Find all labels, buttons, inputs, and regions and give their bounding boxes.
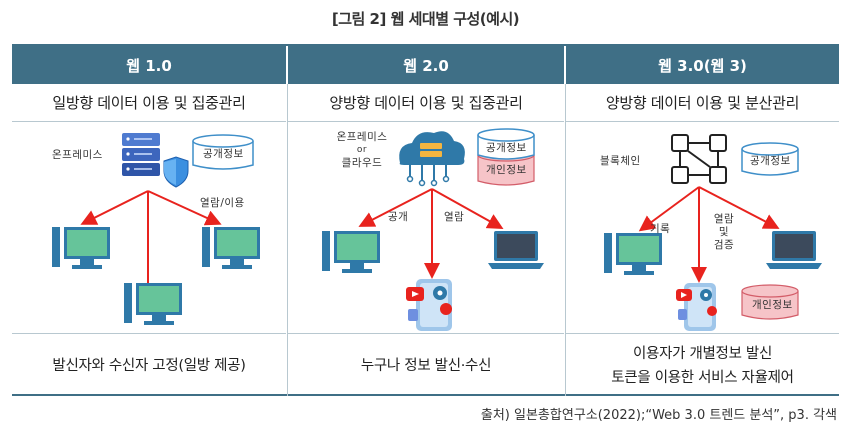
label-private-info: 개인정보 <box>486 164 527 176</box>
desktop-pc-icon <box>52 227 110 269</box>
column-footer-web2: 누구나 정보 발신·수신 <box>288 335 564 396</box>
label-public-info: 공개정보 <box>203 148 244 160</box>
label-line: 열람 <box>713 213 735 225</box>
label-record: 기록 <box>650 223 671 235</box>
footer-line: 토큰을 이용한 서비스 자율제어 <box>611 369 794 386</box>
label-line: 검증 <box>713 239 735 251</box>
desktop-pc-icon <box>202 227 260 269</box>
database-icon <box>741 284 799 320</box>
label-private-info: 개인정보 <box>752 299 793 311</box>
footer-line: 발신자와 수신자 고정(일방 제공) <box>52 357 246 374</box>
label-line: 온프레미스 <box>336 131 388 143</box>
shield-icon <box>163 156 189 188</box>
column-footer-web1: 발신자와 수신자 고정(일방 제공) <box>12 335 286 396</box>
column-subtitle-web2: 양방향 데이터 이용 및 집중관리 <box>288 84 564 122</box>
web3-diagram-svg <box>604 134 822 331</box>
laptop-icon <box>766 231 822 269</box>
column-divider <box>565 84 566 396</box>
diagram-web3: 블록체인 공개정보 기록 열람 및 검증 개인정보 <box>566 123 839 334</box>
label-on-premise: 온프레미스 <box>52 149 103 161</box>
blockchain-icon <box>671 134 727 184</box>
column-web1: 웹 1.0 일방향 데이터 이용 및 집중관리 <box>12 46 286 394</box>
column-web3: 웹 3.0(웹 3) 양방향 데이터 이용 및 분산관리 <box>566 46 839 394</box>
smartphone-media-icon <box>406 279 452 331</box>
figure-title: [그림 2] 웹 세대별 구성(예시) <box>331 10 520 28</box>
label-share: 공개 <box>388 211 409 223</box>
label-public-info: 공개정보 <box>750 155 791 167</box>
arrows <box>638 186 780 283</box>
cloud-network-icon <box>399 131 465 187</box>
label-line: 클라우드 <box>341 157 383 169</box>
label-public-info: 공개정보 <box>486 142 527 154</box>
desktop-pc-icon <box>322 231 380 273</box>
desktop-pc-icon <box>124 283 182 325</box>
column-header-web1: 웹 1.0 <box>12 46 286 84</box>
column-subtitle-web1: 일방향 데이터 이용 및 집중관리 <box>12 84 286 122</box>
column-divider <box>287 84 288 396</box>
label-view-use: 열람/이용 <box>200 197 245 209</box>
column-header-web3: 웹 3.0(웹 3) <box>566 46 839 84</box>
diagram-web2: 온프레미스 or 클라우드 공개정보 개인정보 공개 열람 <box>288 123 564 334</box>
label-view: 열람 <box>444 211 465 223</box>
laptop-icon <box>488 231 544 269</box>
web-generations-table: 웹 1.0 일방향 데이터 이용 및 집중관리 <box>12 44 839 396</box>
label-line: 및 <box>718 226 730 238</box>
smartphone-media-icon <box>676 283 717 331</box>
column-footer-web3: 이용자가 개별정보 발신 토큰을 이용한 서비스 자율제어 <box>566 335 839 396</box>
label-blockchain: 블록체인 <box>600 155 641 167</box>
server-icon <box>122 133 160 176</box>
footer-line: 이용자가 개별정보 발신 <box>632 345 773 362</box>
database-icon <box>741 142 799 176</box>
column-web2: 웹 2.0 양방향 데이터 이용 및 집중관리 <box>288 46 564 394</box>
column-subtitle-web3: 양방향 데이터 이용 및 분산관리 <box>566 84 839 122</box>
label-line: or <box>356 145 368 155</box>
database-icon <box>192 134 254 170</box>
desktop-pc-icon <box>604 233 662 275</box>
database-icon <box>477 128 535 186</box>
arrows <box>358 188 504 279</box>
diagram-web1: 온프레미스 공개정보 열람/이용 <box>12 123 286 334</box>
label-view-and-verify: 열람 및 검증 <box>709 213 739 252</box>
label-on-premise-or-cloud: 온프레미스 or 클라우드 <box>322 131 402 170</box>
web2-diagram-svg <box>322 128 544 331</box>
column-header-web2: 웹 2.0 <box>288 46 564 84</box>
source-citation: 출처) 일본총합연구소(2022);“Web 3.0 트렌드 분석”, p3. … <box>480 408 837 423</box>
footer-line: 누구나 정보 발신·수신 <box>360 357 492 374</box>
web1-diagram-svg <box>52 133 260 325</box>
